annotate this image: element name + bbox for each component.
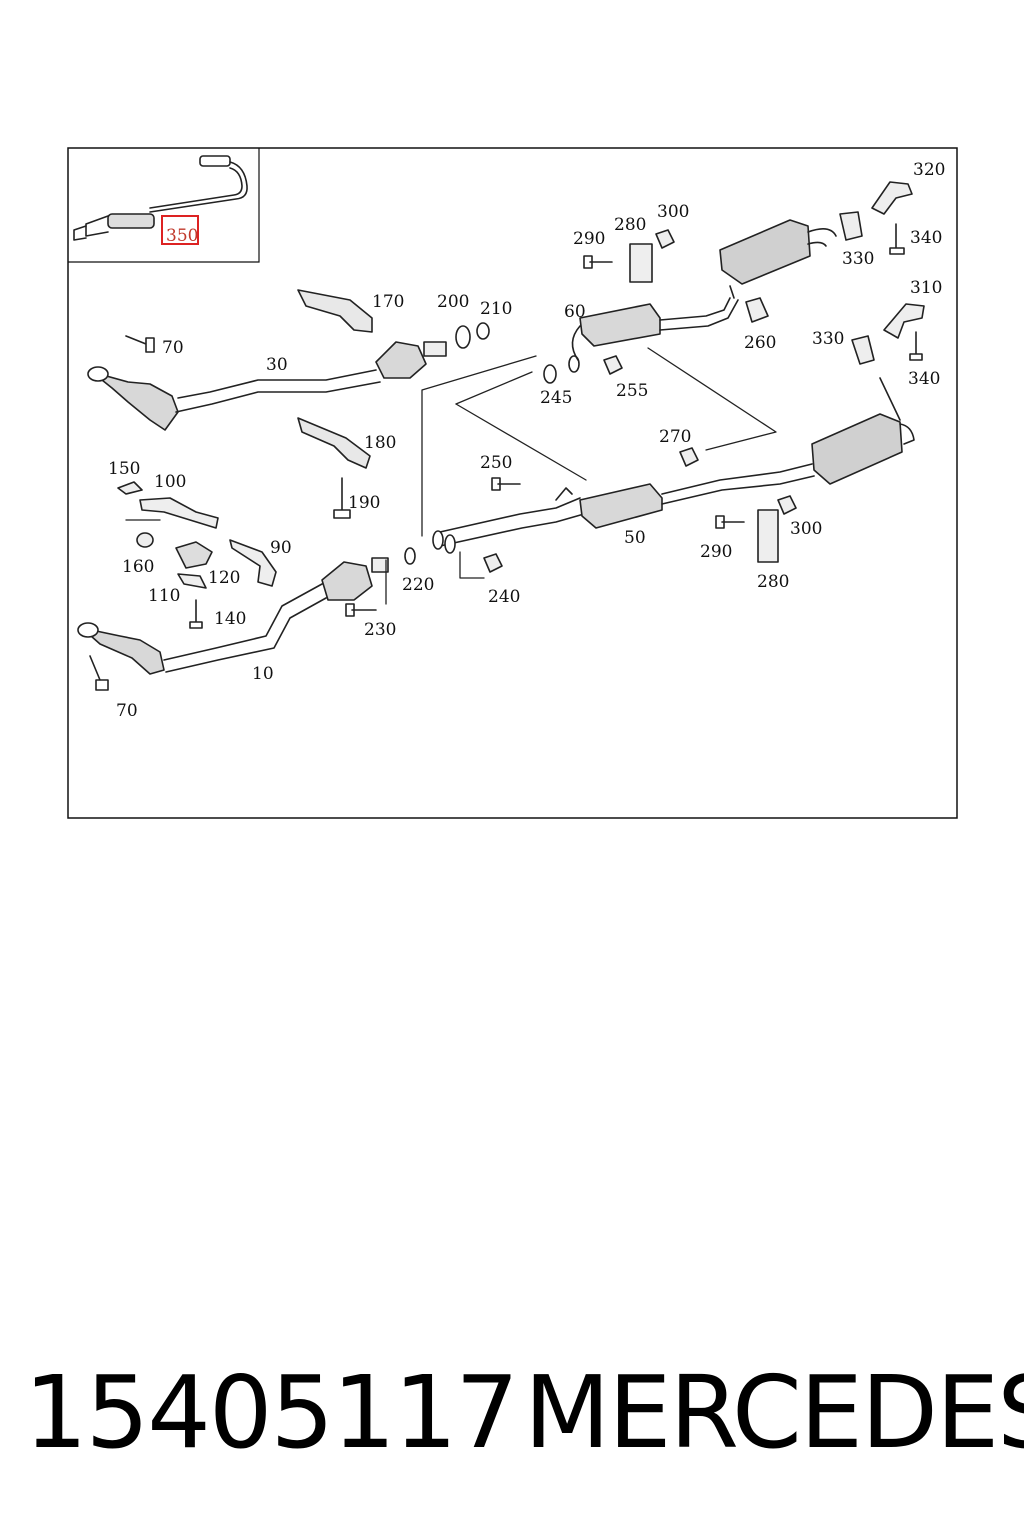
label-245: 245	[540, 388, 572, 408]
label-160: 160	[122, 557, 154, 577]
label-240: 240	[488, 587, 520, 607]
label-100: 100	[154, 472, 186, 492]
brand-name: MERCEDES	[524, 1354, 1024, 1471]
label-280b: 280	[757, 572, 789, 592]
label-170: 170	[372, 292, 404, 312]
label-255: 255	[616, 381, 648, 401]
label-200: 200	[437, 292, 469, 312]
label-330b: 330	[812, 329, 844, 349]
hanger-280a	[629, 243, 653, 283]
bolt-250	[491, 477, 521, 491]
clamp-120	[175, 541, 213, 569]
part-number: 15405117	[24, 1354, 519, 1471]
nut-160	[136, 532, 154, 548]
label-340a: 340	[910, 228, 942, 248]
nut-255	[603, 355, 623, 375]
label-290b: 290	[700, 542, 732, 562]
label-300b: 300	[790, 519, 822, 539]
label-70b: 70	[116, 701, 138, 721]
rubber-hanger-330b	[851, 335, 875, 365]
bolt-290b	[715, 515, 745, 529]
label-90: 90	[270, 538, 292, 558]
intermediate-pipe-50	[432, 463, 815, 554]
gasket-200	[455, 325, 471, 349]
bracket-320	[871, 181, 913, 215]
label-340b: 340	[908, 369, 940, 389]
heat-shield-180	[297, 417, 371, 469]
leader-lines	[125, 347, 777, 605]
front-pipe-10	[77, 557, 389, 675]
diagram-frame	[67, 147, 958, 819]
label-150: 150	[108, 459, 140, 479]
label-250: 250	[480, 453, 512, 473]
bolt-230	[345, 603, 377, 617]
hanger-280b	[757, 509, 779, 563]
label-330a: 330	[842, 249, 874, 269]
label-50: 50	[624, 528, 646, 548]
bolt-340	[889, 223, 905, 255]
label-70a: 70	[162, 338, 184, 358]
clip-150	[117, 481, 143, 495]
bolt-140	[189, 599, 203, 629]
bolt-290a	[583, 255, 613, 269]
front-pipe-30	[87, 341, 447, 431]
nut-300b	[777, 495, 797, 515]
bracket-90	[229, 539, 277, 587]
bolt-70b	[89, 655, 109, 691]
nut-270	[679, 447, 699, 467]
rubber-hanger-330	[839, 211, 863, 241]
label-260: 260	[744, 333, 776, 353]
sensor-inset-frame	[68, 148, 260, 263]
ring-220	[404, 547, 416, 565]
label-110: 110	[148, 586, 180, 606]
bracket-310	[883, 303, 925, 339]
bracket-100	[139, 497, 219, 529]
exhaust-system-diagram: 350 320 340 330 310 330 340 300 280 290 …	[67, 147, 958, 819]
bolt-340b	[909, 331, 923, 361]
rear-silencer-lower	[811, 377, 915, 485]
label-310: 310	[910, 278, 942, 298]
label-10: 10	[252, 664, 274, 684]
ring-255a	[568, 355, 580, 373]
rear-silencer-upper	[719, 219, 837, 299]
label-220: 220	[402, 575, 434, 595]
highlight-box-350	[161, 215, 199, 245]
heat-shield-170	[297, 289, 373, 333]
label-230: 230	[364, 620, 396, 640]
hanger-260	[745, 297, 769, 323]
nut-240	[483, 553, 503, 573]
label-120: 120	[208, 568, 240, 588]
bolt-70a	[125, 335, 155, 353]
center-silencer-60	[571, 297, 739, 361]
label-280a: 280	[614, 215, 646, 235]
label-290a: 290	[573, 229, 605, 249]
label-30: 30	[266, 355, 288, 375]
label-140: 140	[214, 609, 246, 629]
bolt-190	[333, 477, 351, 519]
label-300a: 300	[657, 202, 689, 222]
ring-210	[476, 322, 490, 340]
nut-300a	[655, 229, 675, 249]
label-270: 270	[659, 427, 691, 447]
label-60: 60	[564, 302, 586, 322]
label-180: 180	[364, 433, 396, 453]
ring-245	[543, 364, 557, 384]
oxygen-sensor	[73, 155, 248, 241]
clamp-110	[177, 573, 207, 589]
label-350: 350	[166, 226, 198, 246]
label-320: 320	[913, 160, 945, 180]
label-190: 190	[348, 493, 380, 513]
callout-labels: 350 320 340 330 310 330 340 300 280 290 …	[108, 160, 945, 721]
label-210: 210	[480, 299, 512, 319]
